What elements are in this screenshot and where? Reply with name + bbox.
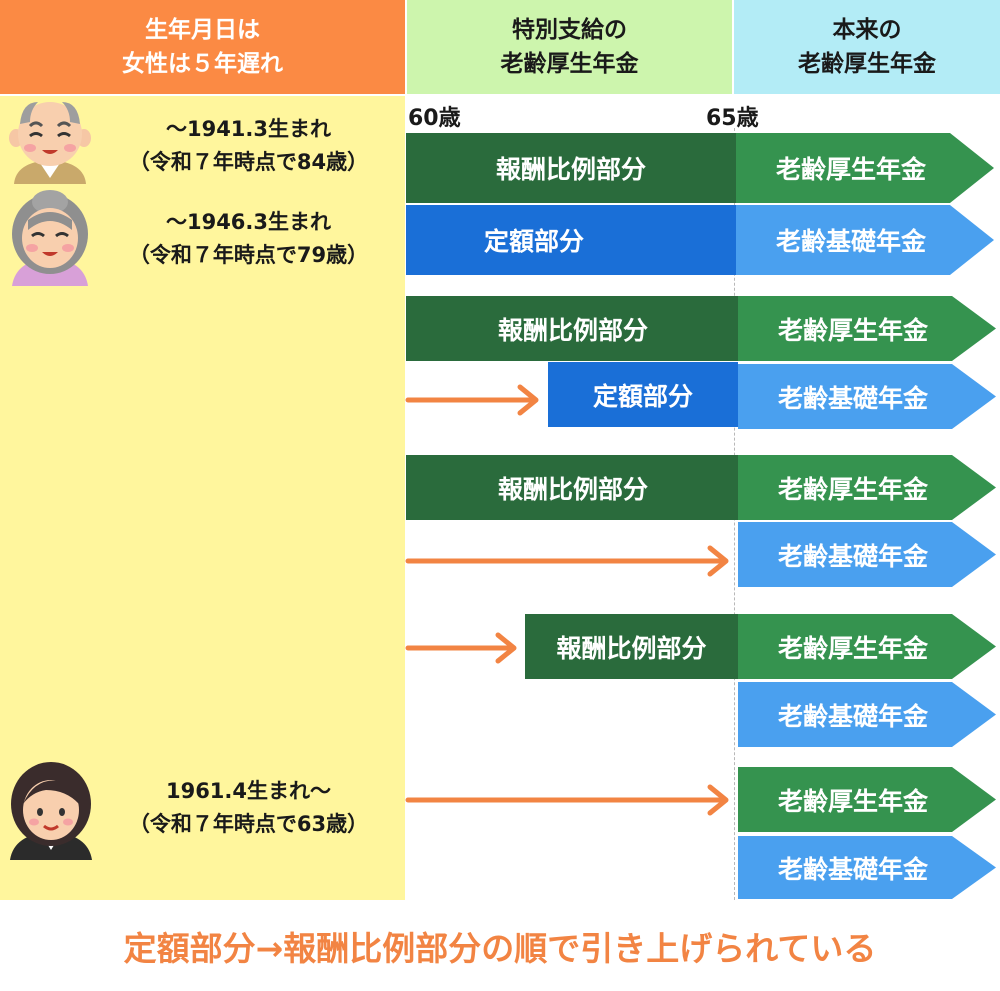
birth-group-1941: ～1941.3生まれ （令和７年時点で84歳） xyxy=(96,113,401,179)
row5-kiso-arrow: 老齢基礎年金 xyxy=(738,836,996,899)
row4-kosei-arrow: 老齢厚生年金 xyxy=(738,614,996,679)
header-birthdate-line1: 生年月日は xyxy=(145,17,260,43)
birth-group-1961-age: （令和７年時点で63歳） xyxy=(128,812,369,836)
header-regular-pension-line1: 本来の xyxy=(832,17,902,43)
header-special-pension-line1: 特別支給の xyxy=(512,17,627,43)
row4-delay-arrow xyxy=(405,632,517,664)
elderly-man-avatar xyxy=(9,102,91,184)
header-special-pension: 特別支給の 老齢厚生年金 xyxy=(407,0,732,94)
birth-group-1941-range: ～1941.3生まれ xyxy=(165,117,332,141)
birth-group-1946-age: （令和７年時点で79歳） xyxy=(128,243,369,267)
row5-kosei-arrow: 老齢厚生年金 xyxy=(738,767,996,832)
header-special-pension-line2: 老齢厚生年金 xyxy=(500,51,639,77)
summary-caption: 定額部分→報酬比例部分の順で引き上げられている xyxy=(123,929,877,968)
birth-group-1961: 1961.4生まれ～ （令和７年時点で63歳） xyxy=(96,775,401,841)
age-65-label: 65歳 xyxy=(706,106,759,131)
row2-hourei-bar: 報酬比例部分 xyxy=(406,296,740,361)
row4-kiso-arrow: 老齢基礎年金 xyxy=(738,682,996,747)
header-birthdate: 生年月日は 女性は５年遅れ xyxy=(0,0,405,94)
birth-group-1946-range: ～1946.3生まれ xyxy=(165,210,332,234)
birth-group-1941-age: （令和７年時点で84歳） xyxy=(128,150,369,174)
header-regular-pension-line2: 老齢厚生年金 xyxy=(798,51,936,77)
row1-hourei-bar: 報酬比例部分 xyxy=(406,133,736,203)
row2-teigaku-bar: 定額部分 xyxy=(548,362,738,427)
row5-delay-arrow xyxy=(405,784,729,816)
row4-hourei-bar: 報酬比例部分 xyxy=(525,614,738,679)
birth-group-1961-range: 1961.4生まれ～ xyxy=(165,779,332,803)
birth-group-1946: ～1946.3生まれ （令和７年時点で79歳） xyxy=(96,206,401,272)
header-regular-pension: 本来の 老齢厚生年金 xyxy=(734,0,1000,94)
middle-aged-woman-avatar xyxy=(10,762,92,860)
row2-delay-arrow xyxy=(405,384,539,416)
header-birthdate-line2: 女性は５年遅れ xyxy=(122,51,283,77)
row1-kiso-arrow: 老齢基礎年金 xyxy=(736,205,994,275)
row2-kosei-arrow: 老齢厚生年金 xyxy=(738,296,996,361)
row3-kiso-arrow: 老齢基礎年金 xyxy=(738,522,996,587)
age-60-label: 60歳 xyxy=(408,106,461,131)
row1-kosei-arrow: 老齢厚生年金 xyxy=(736,133,994,203)
row3-hourei-bar: 報酬比例部分 xyxy=(406,455,740,520)
row2-kiso-arrow: 老齢基礎年金 xyxy=(738,364,996,429)
row3-delay-arrow xyxy=(405,545,729,577)
elderly-woman-avatar xyxy=(12,190,88,286)
row3-kosei-arrow: 老齢厚生年金 xyxy=(738,455,996,520)
row1-teigaku-bar: 定額部分 xyxy=(406,205,736,275)
